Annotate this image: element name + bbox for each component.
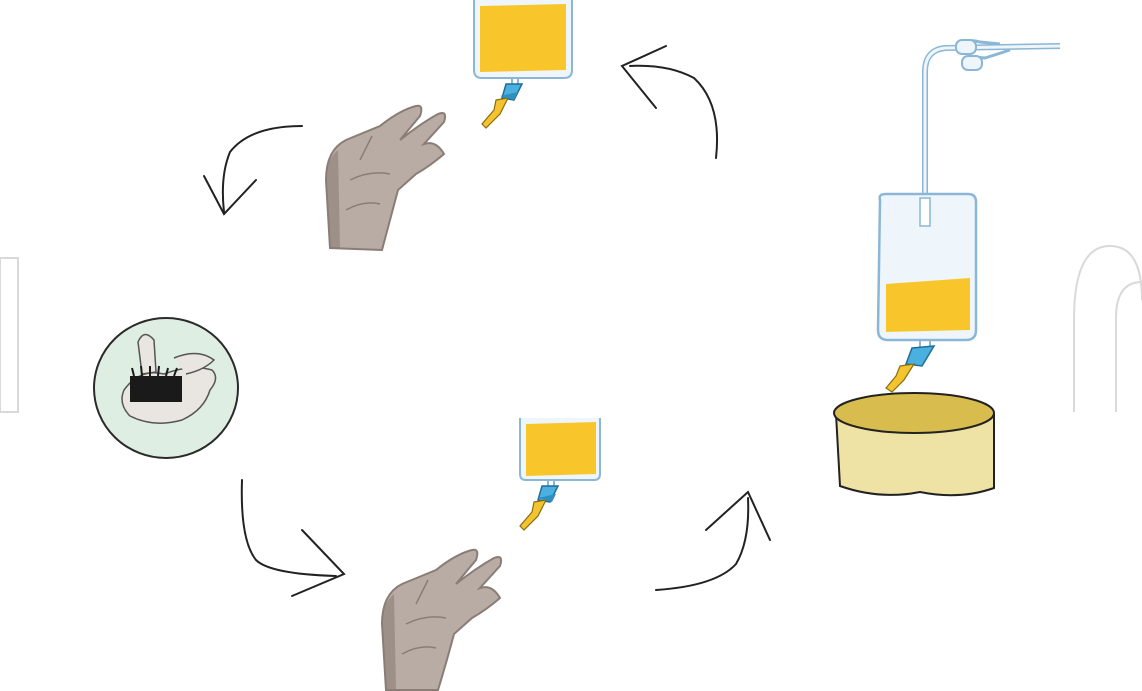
watermark-stroke-n: [1073, 244, 1142, 412]
small-drainage-bag-icon: [473, 0, 573, 129]
watermark: [0, 244, 1142, 413]
curved-arrow-icon: [629, 64, 719, 159]
hand-icon: [324, 104, 447, 252]
curved-arrow-icon: [655, 497, 750, 591]
curved-arrow-icon: [240, 479, 337, 577]
curved-arrow-icon: [291, 529, 346, 597]
arrows: [203, 45, 771, 597]
small-drainage-bag-icon: [519, 418, 601, 531]
hand-brush-washing-icon: [93, 317, 239, 459]
curved-arrow-icon: [203, 175, 257, 216]
watermark-text: In: [0, 0, 13, 4]
drainage-bag-hanging-icon: [876, 39, 1061, 393]
curved-arrow-icon: [221, 125, 303, 213]
curved-arrow-icon: [620, 45, 667, 109]
watermark-stroke-i: [0, 257, 19, 413]
collection-container-icon: [833, 392, 995, 497]
hand-icon: [380, 548, 503, 691]
curved-arrow-icon: [705, 490, 771, 541]
watermark-stroke-n-inner: [1115, 281, 1142, 412]
